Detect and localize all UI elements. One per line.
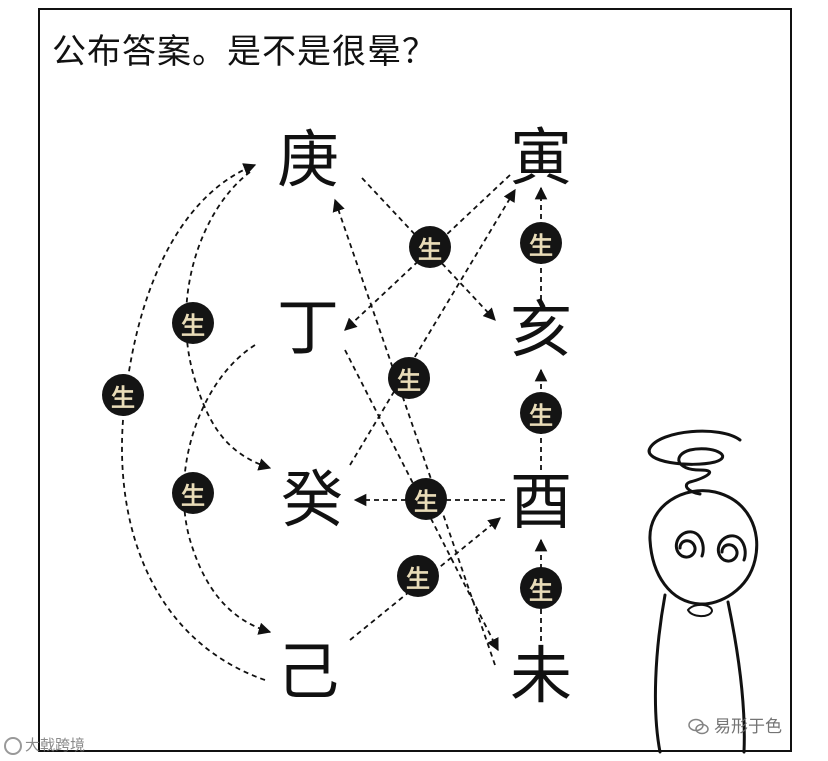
wechat-icon [688,718,710,736]
character-body [655,595,665,752]
watermark-left: 大戟跨境 [4,734,85,755]
character-mouth [688,605,712,616]
spiral-eye-left-icon [676,532,703,557]
spiral-eye-right-icon [718,536,745,561]
watermark-logo-icon [4,737,22,755]
dizzy-swirl-icon [649,431,740,494]
watermark-right: 易形于色 [688,712,782,737]
